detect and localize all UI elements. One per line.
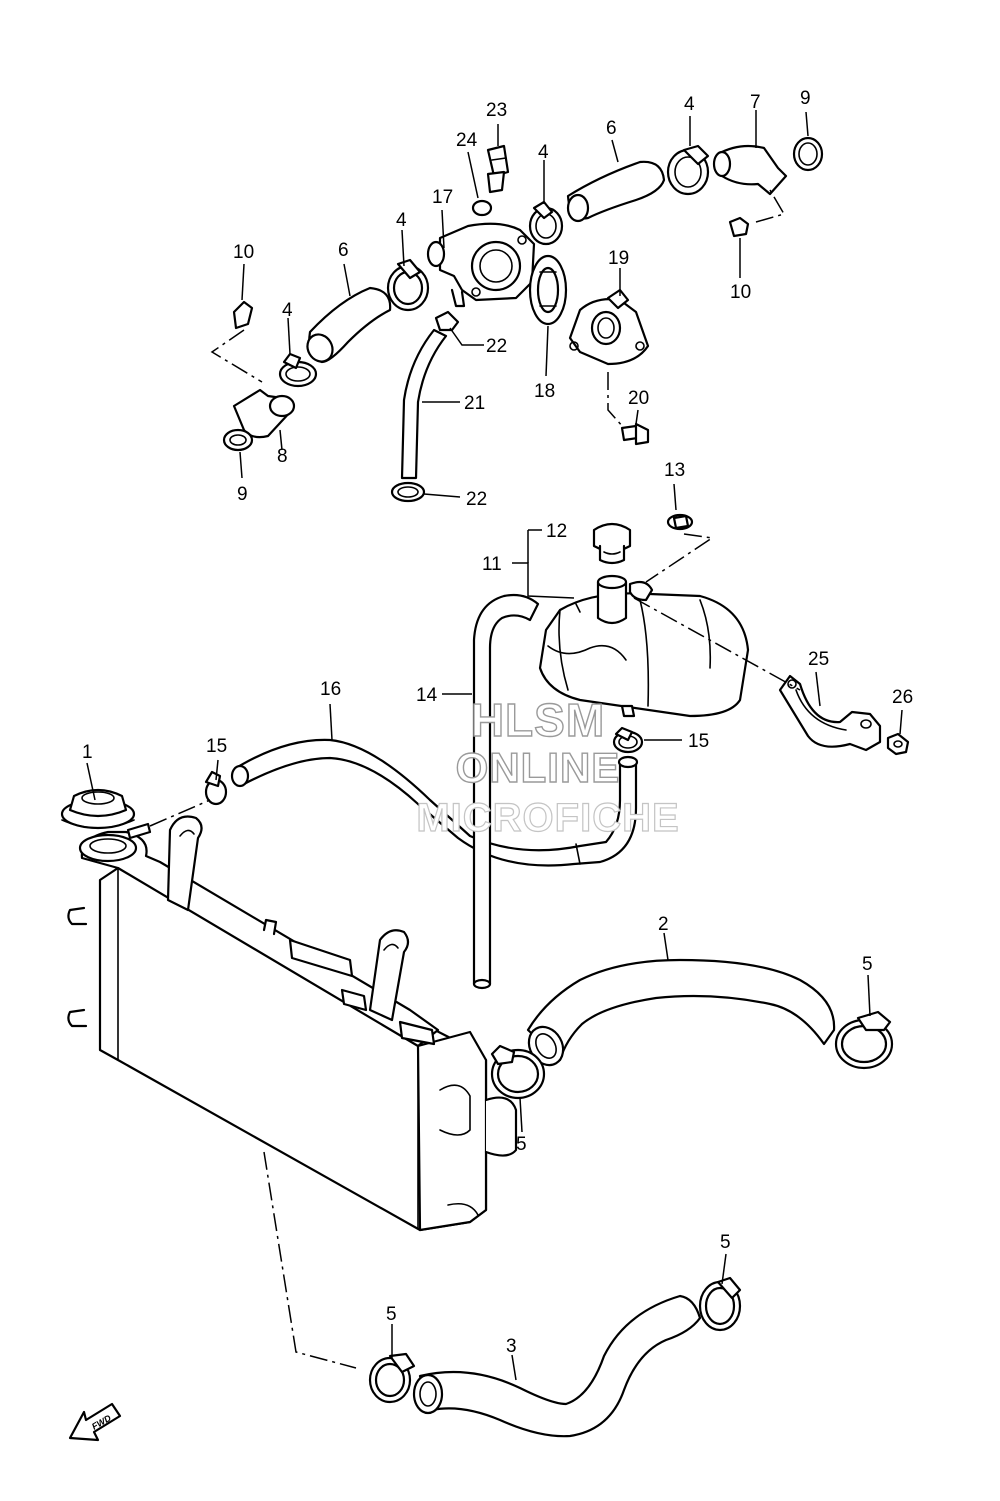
o-ring-9-left bbox=[222, 428, 254, 452]
watermark-line-1: HLSM bbox=[470, 693, 606, 746]
callout-4-c: 4 bbox=[396, 210, 407, 231]
bolt-20 bbox=[620, 422, 650, 446]
callout-21: 21 bbox=[464, 393, 485, 414]
temperature-sensor bbox=[486, 144, 510, 194]
callout-25: 25 bbox=[808, 649, 829, 670]
reservoir-cap bbox=[592, 522, 632, 565]
callout-4-a: 4 bbox=[684, 94, 695, 115]
clamp-4-d bbox=[666, 144, 710, 196]
clamp-5-lower-left bbox=[368, 1352, 416, 1404]
callout-15-b: 15 bbox=[688, 731, 709, 752]
bolt-13 bbox=[666, 513, 694, 531]
callout-13: 13 bbox=[664, 460, 685, 481]
callout-24: 24 bbox=[456, 130, 478, 151]
fwd-arrow: FWD bbox=[68, 1402, 122, 1442]
callout-23: 23 bbox=[486, 100, 507, 121]
watermark-line-2: ONLINE bbox=[455, 743, 621, 791]
callout-15-a: 15 bbox=[206, 736, 227, 757]
callout-5-a: 5 bbox=[862, 954, 873, 975]
callout-17: 17 bbox=[432, 187, 453, 208]
callout-9-b: 9 bbox=[237, 484, 248, 505]
hose-6-left bbox=[306, 286, 392, 364]
fitting-7 bbox=[712, 144, 788, 196]
clamp-5-center bbox=[490, 1044, 546, 1100]
hose-6-right bbox=[566, 160, 666, 223]
thermostat bbox=[528, 254, 568, 326]
callout-4-b: 4 bbox=[538, 142, 549, 163]
clamp-5-lower-right bbox=[698, 1276, 742, 1332]
hose-3 bbox=[412, 1294, 702, 1438]
callout-12: 12 bbox=[546, 521, 567, 542]
bolt-10-right bbox=[728, 216, 750, 238]
clamp-4-c bbox=[528, 200, 564, 246]
callout-14: 14 bbox=[416, 685, 438, 706]
clamp-4-a bbox=[386, 258, 430, 312]
thermostat-housing bbox=[426, 222, 536, 308]
callout-9-a: 9 bbox=[800, 88, 811, 109]
callout-10-b: 10 bbox=[730, 282, 751, 303]
callout-4-d: 4 bbox=[282, 300, 293, 321]
callout-1: 1 bbox=[82, 742, 93, 763]
callout-2: 2 bbox=[658, 914, 669, 935]
washer-24 bbox=[471, 199, 493, 217]
callout-11: 11 bbox=[482, 554, 502, 575]
clamp-5-right bbox=[834, 1010, 894, 1070]
watermark-line-3: MICROFICHE bbox=[416, 795, 680, 840]
callout-8: 8 bbox=[277, 446, 288, 467]
clamp-22-top bbox=[434, 310, 460, 332]
clamp-22-bottom bbox=[390, 481, 426, 503]
bracket-25 bbox=[778, 674, 882, 752]
callout-5-c: 5 bbox=[720, 1232, 731, 1253]
callout-22-a: 22 bbox=[486, 336, 507, 357]
hose-14 bbox=[472, 593, 540, 990]
hose-2 bbox=[526, 958, 836, 1067]
callout-22-b: 22 bbox=[466, 489, 487, 510]
reservoir-tank bbox=[538, 574, 750, 718]
callout-6-b: 6 bbox=[338, 240, 349, 261]
thermostat-cover bbox=[568, 288, 650, 366]
clamp-15-right bbox=[612, 726, 644, 754]
callout-26: 26 bbox=[892, 687, 913, 708]
hose-21 bbox=[400, 328, 448, 480]
bolt-26 bbox=[886, 732, 910, 756]
bolt-10-left bbox=[232, 300, 254, 330]
callout-6-a: 6 bbox=[606, 118, 617, 139]
callouts: 1 2 3 4 4 4 4 5 5 5 5 6 6 7 8 9 9 10 10 … bbox=[82, 88, 913, 1357]
callout-20: 20 bbox=[628, 388, 649, 409]
radiator-cap bbox=[60, 788, 136, 830]
hose-16 bbox=[230, 738, 639, 867]
radiator bbox=[67, 815, 518, 1232]
callout-5-d: 5 bbox=[386, 1304, 397, 1325]
assembly-lines bbox=[149, 189, 801, 1369]
callout-3: 3 bbox=[506, 1336, 517, 1357]
callout-10-a: 10 bbox=[233, 242, 254, 263]
cap-screw bbox=[126, 822, 152, 840]
callout-19: 19 bbox=[608, 248, 629, 269]
clamp-4-b bbox=[278, 352, 318, 388]
callout-5-b: 5 bbox=[516, 1134, 527, 1155]
callout-7: 7 bbox=[750, 92, 761, 113]
leader-lines bbox=[86, 110, 903, 1381]
callout-18: 18 bbox=[534, 381, 555, 402]
callout-16: 16 bbox=[320, 679, 341, 700]
